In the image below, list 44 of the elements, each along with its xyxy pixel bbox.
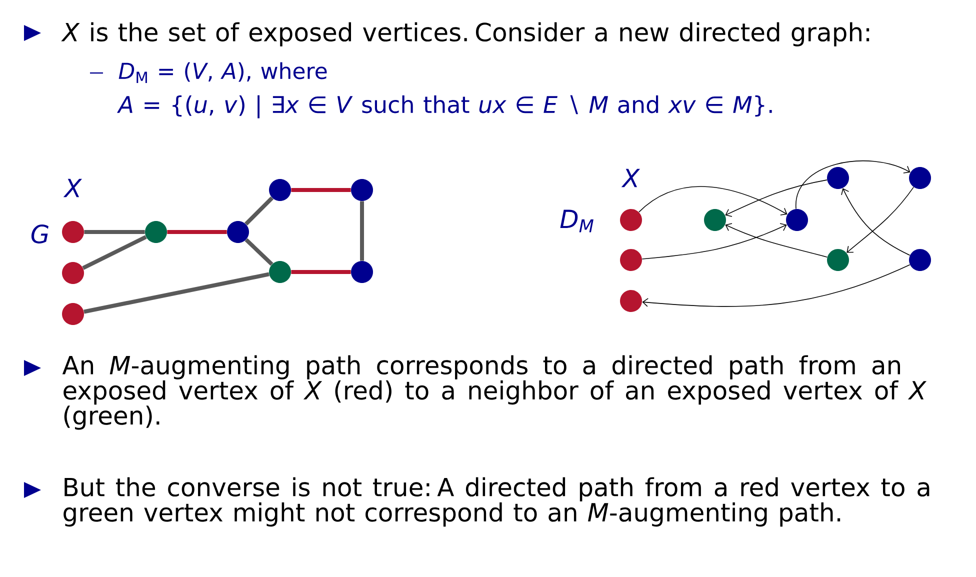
paragraph: A = {(u, v) | ∃x ∈ V such that ux ∈ E ∖ M and xv ∈ M}. [116,95,772,118]
vertex-dot [145,221,167,243]
graph-edge [82,235,147,270]
vertex-dot [269,179,291,201]
vertex-dot [827,167,849,189]
graph-edge [84,272,270,314]
vertex-dot [827,249,849,271]
paragraph: D$_{M}$ = (V, A), where [118,62,327,83]
vertex-dot [704,209,726,231]
graph-edge [291,270,351,274]
arrow [796,160,910,210]
arrow [638,186,788,216]
vertex-dot [62,262,84,284]
vertex-dot [62,221,84,243]
vertex-dot [269,261,291,283]
graph-edge [244,196,274,226]
graph-edge [167,230,227,234]
paragraph: An M-augmenting path corresponds to a directed path from an exposed vertex of X (red) to a neighbor of an exposed vertex of X (green). [62,355,927,430]
arrow [642,264,910,307]
vertex-dot [786,209,808,231]
graph-edge [244,238,274,266]
graph-edge [360,201,364,261]
arrow [725,223,828,258]
arrow [642,223,787,260]
graph-edge [291,188,351,192]
vertex-dot [351,261,373,283]
vertex-set-label: X [63,178,82,198]
vertex-dot [620,249,642,271]
vertex-dot [227,221,249,243]
vertex-dot [620,209,642,231]
graph-edge [84,230,145,234]
vertex-dot [909,167,931,189]
vertex-dot [351,179,373,201]
vertex-set-label: X [621,168,640,188]
paragraph: X is the set of exposed vertices. Consider a new directed graph: [61,22,870,46]
arrow [725,180,828,217]
arrow [846,186,914,253]
vertex-set-label: D$_{M}$ [560,210,594,232]
vertex-dot [909,249,931,271]
arrow [841,188,910,256]
paragraph: But the converse is not true: A directed path from a red vertex to a green vertex might not correspond to an M-augmenting path. [64,477,930,527]
vertex-dot [62,303,84,325]
vertex-dot [620,290,642,312]
vertex-set-label: G [31,224,48,244]
